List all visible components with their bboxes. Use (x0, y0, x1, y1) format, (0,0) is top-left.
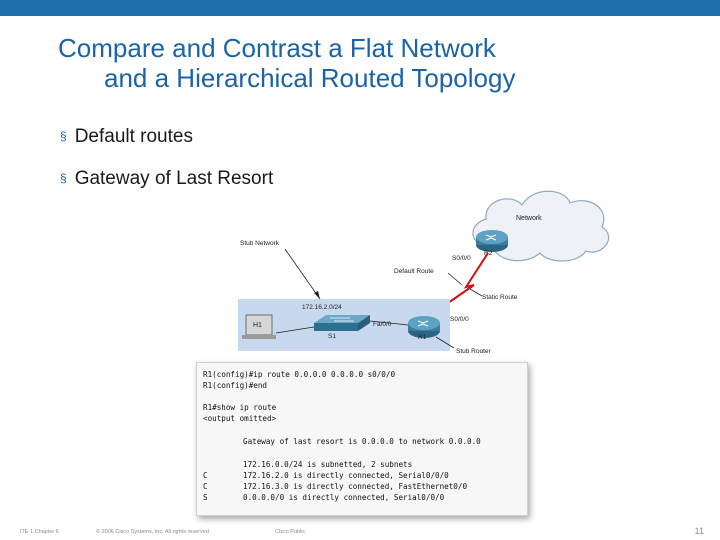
console-line: 0.0.0.0/0 is directly connected, Serial0… (243, 493, 444, 502)
route-code: S (203, 493, 208, 502)
route-code: C (203, 471, 208, 480)
router-console-output: R1(config)#ip route 0.0.0.0 0.0.0.0 s0/0… (196, 362, 528, 516)
console-line: Gateway of last resort is 0.0.0.0 to net… (243, 437, 481, 446)
page-number: 11 (695, 526, 704, 536)
fa00-label: Fa/0/0 (373, 321, 392, 328)
s1-label: S1 (328, 333, 336, 340)
static-route-arrow (470, 289, 482, 296)
console-line: 172.16.2.0 is directly connected, Serial… (243, 471, 449, 480)
h1-label: H1 (253, 322, 262, 329)
stub-network-label: Stub Network (240, 240, 280, 247)
top-banner (0, 0, 720, 16)
bullet-default-routes: § Default routes (60, 126, 193, 148)
s000-label: S0/0/0 (452, 255, 471, 262)
bullet-marker: § (60, 171, 67, 185)
title-line-1: Compare and Contrast a Flat Network (58, 33, 698, 63)
default-route-label: Default Route (394, 268, 434, 275)
cloud-label: Network (516, 215, 542, 222)
title-line-2: and a Hierarchical Routed Topology (58, 63, 698, 93)
slide-title: Compare and Contrast a Flat Network and … (58, 33, 698, 93)
stub-router-label: Stub Router (456, 348, 492, 355)
r1-label: R1 (418, 334, 427, 341)
footer-copyright: © 2006 Cisco Systems, Inc. All rights re… (96, 529, 210, 535)
console-line: 172.16.3.0 is directly connected, FastEt… (243, 482, 467, 491)
bullet-marker: § (60, 129, 67, 143)
footer-classification: Cisco Public (275, 529, 305, 535)
router-r2-icon (476, 230, 508, 252)
console-line: R1(config)#ip route 0.0.0.0 0.0.0.0 s0/0… (203, 370, 395, 379)
stub-network-arrow (285, 249, 320, 299)
console-line: <output omitted> (203, 414, 276, 423)
network-diagram: Network R2 S0/0/0 Stub Network Default R… (230, 185, 720, 360)
default-route-arrow (448, 273, 462, 285)
route-code: C (203, 482, 208, 491)
console-line: 172.16.0.0/24 is subnetted, 2 subnets (243, 460, 412, 469)
bullet-text: Default routes (75, 126, 193, 147)
console-line: R1#show ip route (203, 403, 276, 412)
footer-course: ITE 1 Chapter 6 (20, 529, 59, 535)
console-line: R1(config)#end (203, 381, 267, 390)
subnet-label: 172.16.2.0/24 (302, 304, 342, 311)
s000-r1-label: S0/0/0 (450, 316, 469, 323)
static-route-label: Static Route (482, 294, 518, 301)
